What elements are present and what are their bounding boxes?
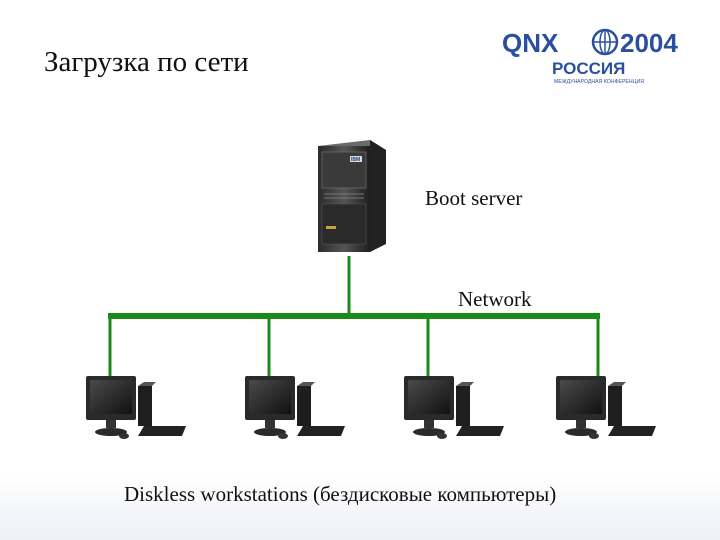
logo-country-text: РОССИЯ [552, 59, 625, 78]
logo-year-text: 2004 [620, 28, 678, 58]
boot-server-label: Boot server [425, 186, 523, 210]
server-tower-icon: IBM [318, 140, 386, 252]
workstation-1 [86, 376, 186, 439]
svg-text:IBM: IBM [351, 157, 360, 163]
qnx-conference-logo: QNX 2004 РОССИЯ МЕЖДУНАРОДНАЯ КОНФЕРЕНЦИ… [502, 28, 678, 85]
slide-title: Загрузка по сети [44, 46, 249, 78]
workstations-label: Diskless workstations (бездисковые компь… [124, 482, 557, 506]
workstation-3 [404, 376, 504, 439]
workstation-2 [245, 376, 345, 439]
logo-tagline-text: МЕЖДУНАРОДНАЯ КОНФЕРЕНЦИЯ [554, 79, 644, 85]
globe-icon [591, 28, 619, 56]
network-label: Network [458, 287, 532, 311]
workstation-4 [556, 376, 656, 439]
network-bus [108, 256, 600, 376]
logo-brand-text: QNX [502, 28, 559, 58]
